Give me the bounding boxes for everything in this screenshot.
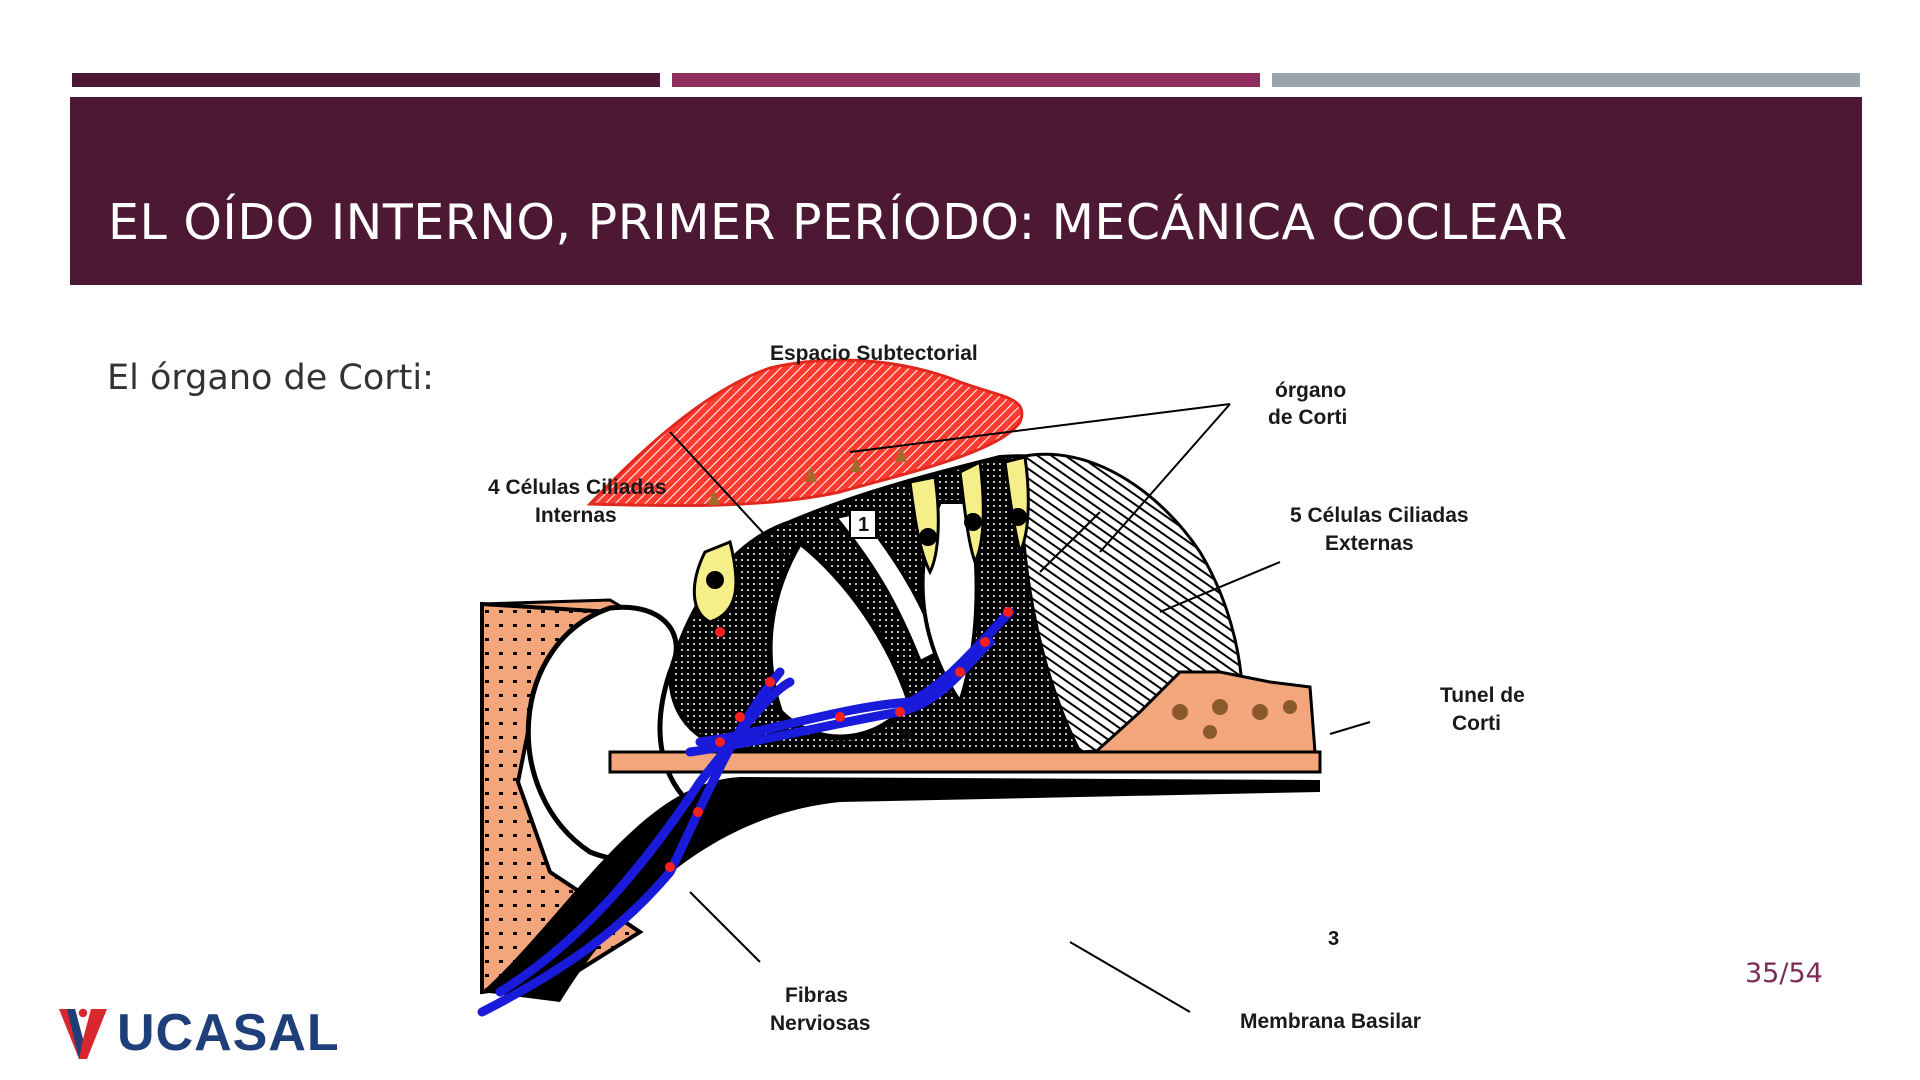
slide-title: EL OÍDO INTERNO, PRIMER PERÍODO: MECÁNIC… <box>108 194 1568 251</box>
claudius-nuclei <box>1172 699 1297 739</box>
marker-3: 3 <box>1328 928 1339 950</box>
marker-1: 1 <box>858 514 869 536</box>
label-internas-line1: 4 Células Ciliadas <box>488 476 667 499</box>
ucasal-logo-text: UCASAL <box>117 1004 340 1062</box>
label-fibras-line1: Fibras <box>785 984 848 1007</box>
label-espacio-subtectorial: Espacio Subtectorial <box>770 342 978 365</box>
label-organo-line1: órgano <box>1275 379 1346 402</box>
tectorial-membrane <box>586 358 1024 508</box>
label-membrana-basilar: Membrana Basilar <box>1240 1010 1421 1033</box>
accent-bar-gray <box>1272 73 1860 87</box>
accent-bar-magenta <box>672 73 1260 87</box>
outer-hair-cells <box>908 455 1030 576</box>
marker-2: 2 <box>901 728 912 750</box>
tunnel-of-corti <box>766 537 914 741</box>
basilar-membrane-band <box>608 750 1322 774</box>
stereocilia <box>708 446 907 505</box>
title-banner: EL OÍDO INTERNO, PRIMER PERÍODO: MECÁNIC… <box>70 97 1862 285</box>
ucasal-emblem-icon <box>59 1007 107 1059</box>
label-tunel-line1: Tunel de <box>1440 684 1525 707</box>
label-tunel-line2: Corti <box>1452 712 1501 735</box>
slide-subtitle: El órgano de Corti: <box>107 358 434 398</box>
accent-bar-dark <box>72 73 660 87</box>
label-internas-line2: Internas <box>535 504 617 527</box>
claudius-cells <box>1085 670 1317 759</box>
synapse-dots <box>665 607 1013 872</box>
pillar-space <box>831 509 943 665</box>
organ-of-corti-diagram: Espacio Subtectorial órgano de Corti 4 C… <box>477 342 1525 1035</box>
leader-lines <box>669 403 1371 1013</box>
ucasal-logo: UCASAL <box>57 1003 339 1063</box>
page-number: 35/54 <box>1745 958 1823 989</box>
label-fibras-line2: Nerviosas <box>770 1012 870 1035</box>
label-externas-line2: Externas <box>1325 532 1414 555</box>
label-organo-line2: de Corti <box>1268 406 1347 429</box>
label-externas-line1: 5 Células Ciliadas <box>1290 504 1469 527</box>
